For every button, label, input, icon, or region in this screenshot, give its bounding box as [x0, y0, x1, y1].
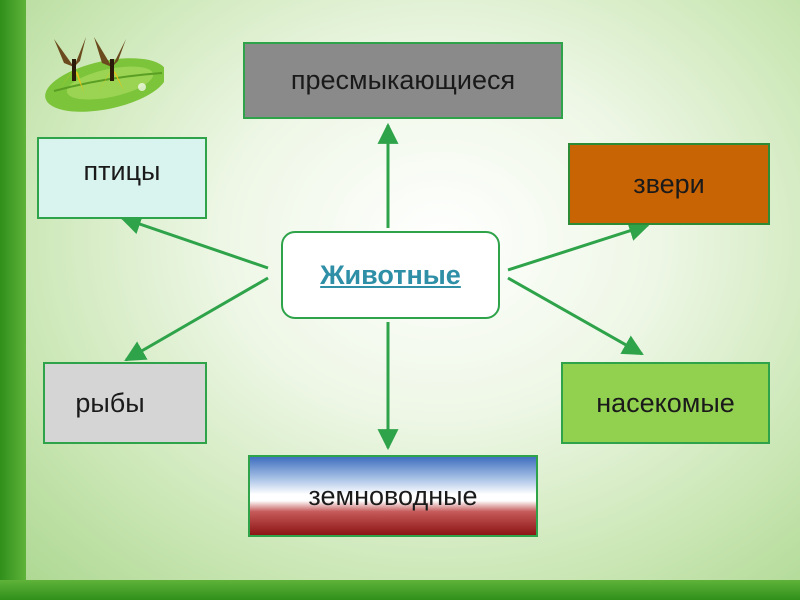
node-amphibians-label: земноводные [308, 480, 478, 511]
arrow-to-beasts [507, 220, 650, 272]
node-insects-label: насекомые [596, 387, 735, 418]
arrow-to-fish [124, 276, 269, 362]
butterfly-on-leaf-icon [45, 37, 164, 112]
center-node-link[interactable]: Животные [320, 259, 461, 290]
node-fish-label: рыбы [75, 387, 145, 418]
arrow-to-insects [507, 276, 644, 356]
left-border-band [0, 0, 26, 600]
arrow-to-birds [120, 214, 269, 270]
node-birds-label: птицы [83, 155, 161, 186]
node-beasts-label: звери [633, 168, 705, 199]
node-fish: рыбы [43, 362, 207, 444]
node-reptiles: пресмыкающиеся [243, 42, 563, 119]
node-reptiles-label: пресмыкающиеся [290, 65, 516, 95]
node-insects: насекомые [561, 362, 770, 444]
node-amphibians: земноводные [248, 455, 538, 537]
center-node-animals[interactable]: Животные [281, 231, 500, 319]
node-beasts: звери [568, 143, 770, 225]
node-birds: птицы [37, 137, 207, 219]
bottom-border-band [0, 580, 800, 600]
